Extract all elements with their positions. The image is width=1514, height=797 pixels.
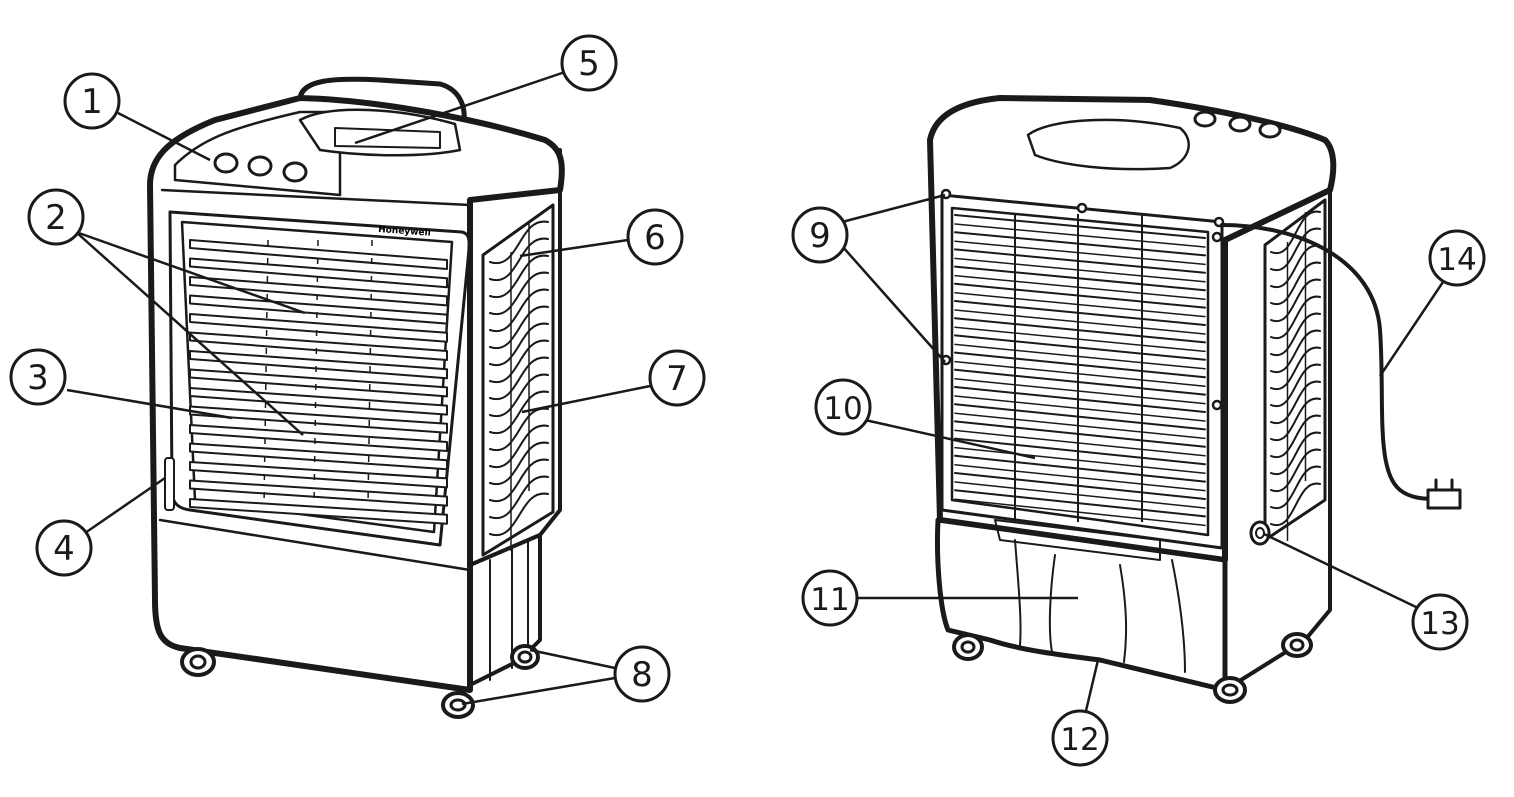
callout-2: 2: [27, 188, 85, 246]
callout-14: 14: [1428, 229, 1486, 287]
callout-3: 3: [9, 348, 67, 406]
callout-12: 12: [1051, 709, 1109, 767]
callout-number: 1: [81, 82, 103, 122]
rear-casters: [952, 632, 1313, 704]
callout-number: 5: [578, 44, 600, 84]
callout-circle: [27, 188, 85, 246]
control-knobs: [213, 152, 308, 183]
callout-circle: [560, 34, 618, 92]
callout-11: 11: [801, 569, 859, 627]
callout-number: 12: [1060, 722, 1099, 758]
callout-number: 11: [810, 582, 849, 618]
callout-circle: [1428, 229, 1486, 287]
callout-circle: [801, 569, 859, 627]
drain-plug: [1249, 520, 1271, 546]
callout-number: 9: [809, 216, 831, 256]
side-cooling-pad-grille: [481, 203, 555, 557]
callout-number: 3: [27, 358, 49, 398]
callout-number: 4: [53, 529, 75, 569]
callout-5: 5: [560, 34, 618, 92]
brand-logo: Honeywell: [378, 225, 431, 239]
callout-number: 8: [631, 655, 653, 695]
front-adjustable-louvers: [189, 239, 448, 525]
callout-1: 1: [63, 72, 121, 130]
callout-circle: [35, 519, 93, 577]
callout-7: 7: [648, 349, 706, 407]
callout-circle: [9, 348, 67, 406]
callout-6: 6: [626, 208, 684, 266]
callout-9: 9: [791, 206, 849, 264]
callout-number: 6: [644, 218, 666, 258]
callout-circle: [1051, 709, 1109, 767]
callout-number: 10: [823, 391, 862, 427]
callout-number: 2: [45, 198, 67, 238]
water-level-indicator: [164, 457, 175, 511]
callout-circle: [1411, 593, 1469, 651]
callout-10: 10: [814, 378, 872, 436]
callout-circle: [626, 208, 684, 266]
callout-circle: [613, 645, 671, 703]
callout-4: 4: [35, 519, 93, 577]
callout-circle: [791, 206, 849, 264]
callout-number: 14: [1437, 242, 1476, 278]
rear-cooling-pad-grille: [954, 214, 1206, 527]
rear-top-knobs: [1193, 110, 1282, 139]
leader-lines: [66, 70, 1445, 716]
front-view-cooler: Honeywell: [147, 76, 565, 719]
callout-number: 7: [666, 359, 688, 399]
callout-13: 13: [1411, 593, 1469, 651]
callout-8: 8: [613, 645, 671, 703]
callout-circle: [63, 72, 121, 130]
callout-number: 13: [1420, 606, 1459, 642]
rear-view-cooler: [927, 95, 1462, 704]
rear-side-cooling-pad-grille: [1263, 198, 1327, 542]
callout-circle: [648, 349, 706, 407]
callout-circle: [814, 378, 872, 436]
